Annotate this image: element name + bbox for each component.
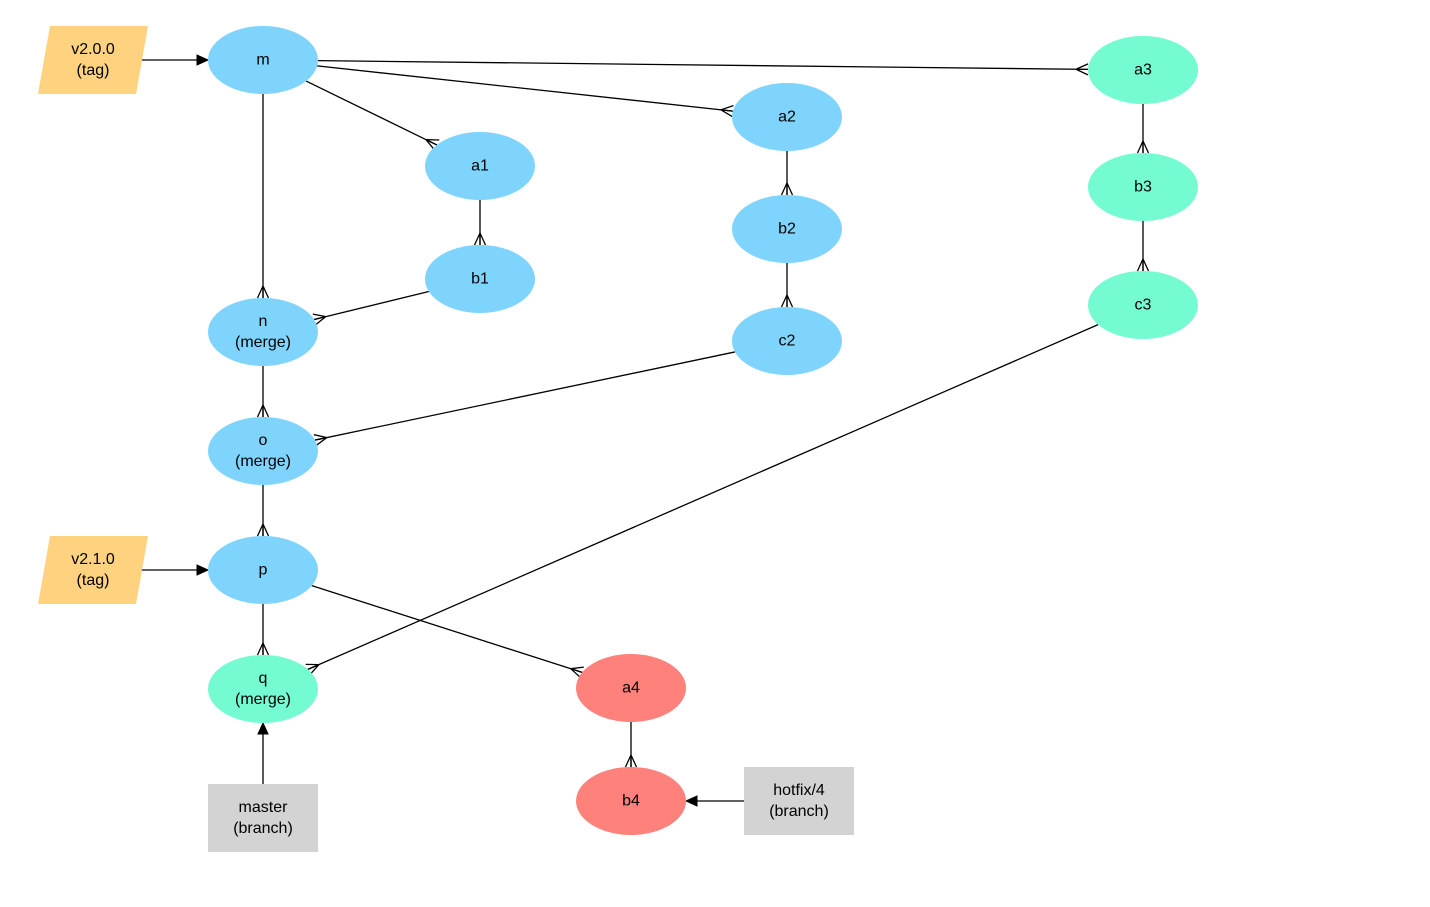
edge-m-a2 [317,65,734,118]
edge-c2-o [313,351,736,446]
commit-label-c2: c2 [779,333,796,350]
edge-p-a4 [311,585,584,679]
commit-ellipse-b3 [1088,153,1198,221]
commit-ellipse-q [208,655,318,723]
commit-ellipse-a2 [732,83,842,151]
commit-label-b3: b3 [1134,179,1152,196]
commit-ellipse-a4 [576,654,686,722]
branch-label-master-line-2: (branch) [233,820,293,837]
edge-b3-c3 [1136,221,1150,272]
commit-ellipse-p [208,536,318,604]
commit-node-n[interactable]: n (merge) [208,298,318,366]
edge-p-q [256,604,270,656]
commit-label-o-line-2: (merge) [235,453,291,470]
branch-node-master[interactable]: master (branch) [208,784,318,852]
edge-a1-b1 [473,200,487,246]
commit-ellipse-b2 [732,195,842,263]
branch-label-hotfix4-line-2: (branch) [769,803,829,820]
commit-label-a3: a3 [1134,62,1152,79]
commit-node-m[interactable]: m [208,26,318,94]
edge-b2-c2 [780,263,794,308]
edge-a3-b3 [1136,104,1150,154]
tag-label-v200-line-2: (tag) [77,62,110,79]
commit-node-c2[interactable]: c2 [732,307,842,375]
commit-label-o-line-1: o [259,432,268,449]
tag-label-v210-line-1: v2.1.0 [71,551,115,568]
pointer-v200-m [138,54,210,66]
commit-ellipse-m [208,26,318,94]
commit-node-p[interactable]: p [208,536,318,604]
edge-m-n [256,94,270,299]
commit-label-b4: b4 [622,793,640,810]
branch-label-hotfix4-line-1: hotfix/4 [773,782,825,799]
edge-b1-n [312,290,430,326]
commit-label-q-line-2: (merge) [235,691,291,708]
commit-node-c3[interactable]: c3 [1088,271,1198,339]
edge-m-a1 [305,80,440,151]
commit-label-q-line-1: q [259,670,268,687]
edge-a2-b2 [780,151,794,196]
commit-label-b1: b1 [471,271,489,288]
commit-node-a4[interactable]: a4 [576,654,686,722]
edge-n-o [256,366,270,418]
branch-box-hotfix4 [744,767,854,835]
edge-o-p [256,485,270,537]
commit-node-a2[interactable]: a2 [732,83,842,151]
branch-node-hotfix4[interactable]: hotfix/4 (branch) [744,767,854,835]
commit-label-c3: c3 [1135,297,1152,314]
tag-node-v200[interactable]: v2.0.0 (tag) [38,26,148,94]
commit-node-b1[interactable]: b1 [425,245,535,313]
commit-label-p: p [259,562,268,579]
nodes-layer: m a1 b1 a2 b2 c2 n (merge) o (merge) p a3 b3 c3 q (merg… [38,26,1198,852]
commit-label-a2: a2 [778,109,796,126]
commit-label-a4: a4 [622,680,640,697]
commit-ellipse-c2 [732,307,842,375]
tag-node-v210[interactable]: v2.1.0 (tag) [38,536,148,604]
commit-node-q[interactable]: q (merge) [208,655,318,723]
edge-a4-b4 [624,722,638,768]
commit-label-m: m [256,52,269,69]
tag-label-v200-line-1: v2.0.0 [71,41,115,58]
commit-label-b2: b2 [778,221,796,238]
commit-node-b3[interactable]: b3 [1088,153,1198,221]
commit-node-a3[interactable]: a3 [1088,36,1198,104]
edges-layer [138,54,1150,807]
commit-label-n-line-1: n [259,313,268,330]
commit-label-a1: a1 [471,158,489,175]
commit-ellipse-b4 [576,767,686,835]
tag-shape-v200 [38,26,148,94]
commit-ellipse-c3 [1088,271,1198,339]
edge-c3-q [305,324,1099,675]
commit-node-o[interactable]: o (merge) [208,417,318,485]
pointer-hotfix4-b4 [684,795,744,807]
commit-node-b4[interactable]: b4 [576,767,686,835]
branch-label-master-line-1: master [239,799,289,816]
branch-box-master [208,784,318,852]
commit-ellipse-a1 [425,132,535,200]
commit-ellipse-o [208,417,318,485]
commit-label-n-line-2: (merge) [235,334,291,351]
tag-shape-v210 [38,536,148,604]
commit-node-a1[interactable]: a1 [425,132,535,200]
commit-ellipse-a3 [1088,36,1198,104]
edge-m-a3 [317,59,1089,76]
tag-label-v210-line-2: (tag) [77,572,110,589]
pointer-master-q [257,721,269,784]
commit-ellipse-b1 [425,245,535,313]
pointer-v210-p [138,564,210,576]
commit-ellipse-n [208,298,318,366]
commit-node-b2[interactable]: b2 [732,195,842,263]
